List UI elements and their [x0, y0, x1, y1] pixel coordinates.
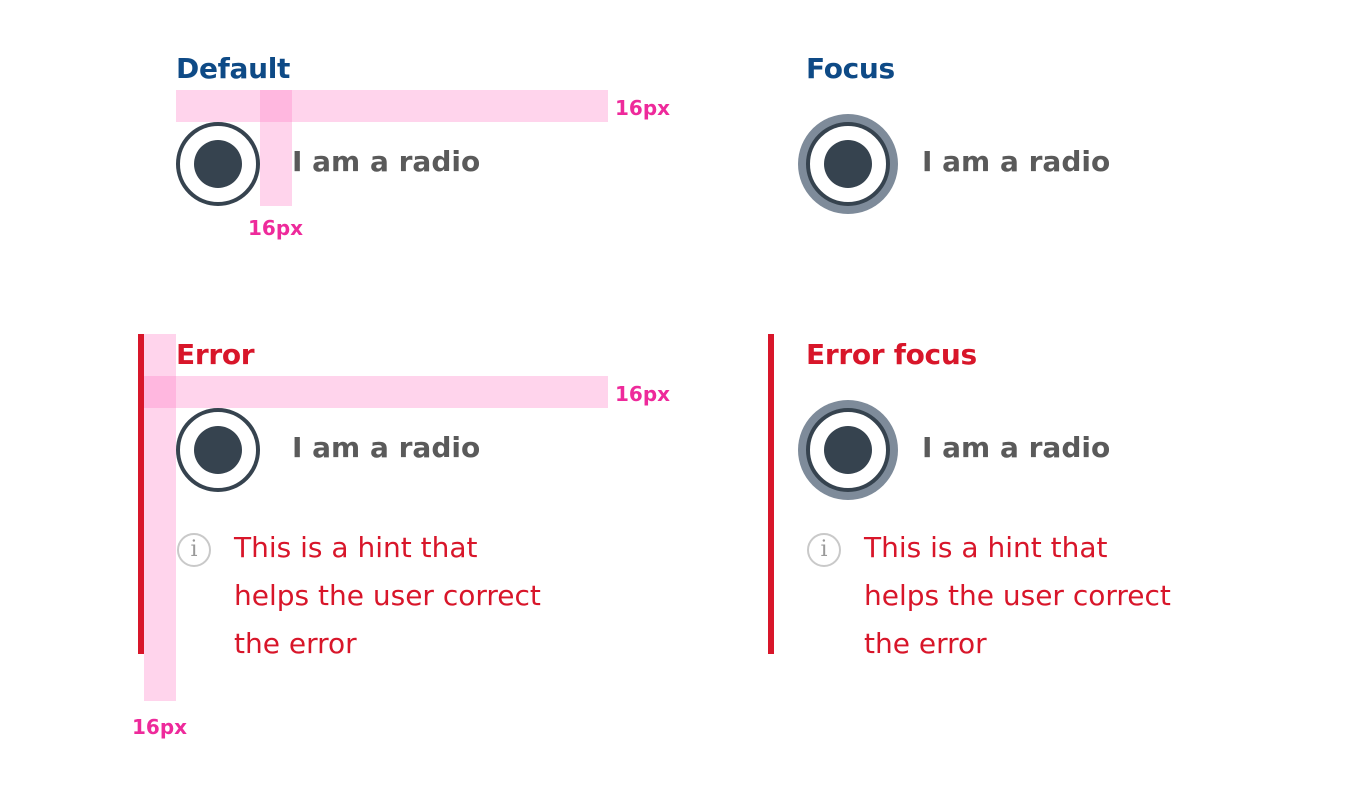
hint-line: This is a hint that [864, 531, 1108, 564]
spacing-measure-top: 16px [615, 382, 671, 406]
default-title: Default [176, 52, 291, 85]
error-focus-title: Error focus [806, 338, 977, 371]
error-focus-radio-label[interactable]: I am a radio [922, 431, 1111, 464]
hint-line: the error [864, 627, 987, 660]
error-hint: This is a hint that helps the user corre… [234, 524, 554, 668]
error-focus-radio[interactable] [806, 408, 890, 492]
spacing-guide-vertical [144, 334, 176, 701]
error-bar [138, 334, 144, 654]
radio-selected-dot [824, 426, 872, 474]
error-focus-hint: This is a hint that helps the user corre… [864, 524, 1184, 668]
radio-selected-dot [824, 140, 872, 188]
spacing-measure-left: 16px [132, 715, 188, 739]
default-radio[interactable] [176, 122, 260, 206]
default-radio-label[interactable]: I am a radio [292, 145, 481, 178]
info-icon: i [177, 533, 211, 567]
focus-title: Focus [806, 52, 895, 85]
error-radio-label[interactable]: I am a radio [292, 431, 481, 464]
spacing-guide-horizontal [176, 90, 608, 122]
focus-radio[interactable] [806, 122, 890, 206]
spacing-measure-gap: 16px [248, 216, 304, 240]
error-bar [768, 334, 774, 654]
hint-line: the error [234, 627, 357, 660]
spacing-measure-top: 16px [615, 96, 671, 120]
radio-selected-dot [194, 140, 242, 188]
spacing-guide-vertical [260, 90, 292, 206]
hint-line: helps the user correct [864, 579, 1171, 612]
hint-line: This is a hint that [234, 531, 478, 564]
info-icon: i [807, 533, 841, 567]
focus-radio-label[interactable]: I am a radio [922, 145, 1111, 178]
spacing-guide-horizontal [144, 376, 608, 408]
radio-selected-dot [194, 426, 242, 474]
hint-line: helps the user correct [234, 579, 541, 612]
error-title: Error [176, 338, 255, 371]
error-radio[interactable] [176, 408, 260, 492]
